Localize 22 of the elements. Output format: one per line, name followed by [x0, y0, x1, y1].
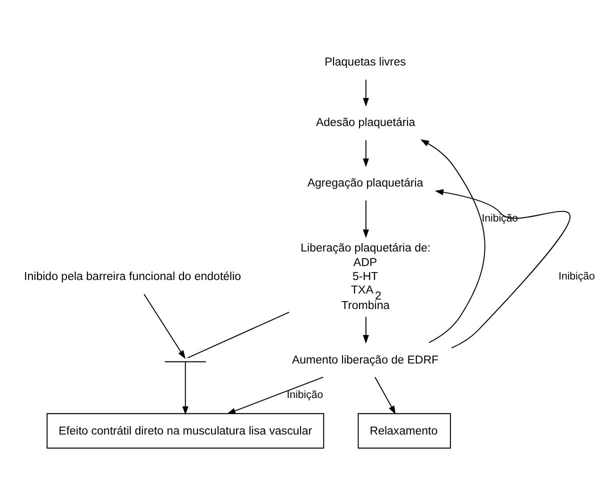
arrow — [362, 140, 369, 168]
edge-label: Inibição — [558, 270, 595, 282]
connector — [187, 312, 290, 358]
node-text: Plaquetas livres — [324, 56, 406, 69]
edge-label: Inibição — [482, 212, 518, 224]
node-text: Agregação plaquetária — [307, 178, 424, 190]
edge-label: Inibição — [286, 389, 324, 402]
node-box: Efeito contrátil direto na musculatura lisa vascular — [46, 413, 324, 449]
arrow — [226, 376, 324, 414]
arrow — [362, 316, 369, 344]
arrow — [362, 200, 369, 238]
arrow — [182, 361, 188, 416]
arrow — [362, 79, 369, 107]
node-text: Adesão plaquetária — [316, 117, 416, 130]
node-text: Inibido pela barreira funcional do endotélio — [24, 271, 242, 284]
node-zigzag — [164, 361, 206, 362]
arrow — [374, 376, 396, 414]
arrow — [420, 139, 486, 343]
node-box: Relaxamento — [358, 413, 451, 449]
arrow — [434, 189, 570, 348]
node-text: Aumento liberação de EDRF — [292, 354, 439, 366]
arrow — [144, 294, 186, 360]
